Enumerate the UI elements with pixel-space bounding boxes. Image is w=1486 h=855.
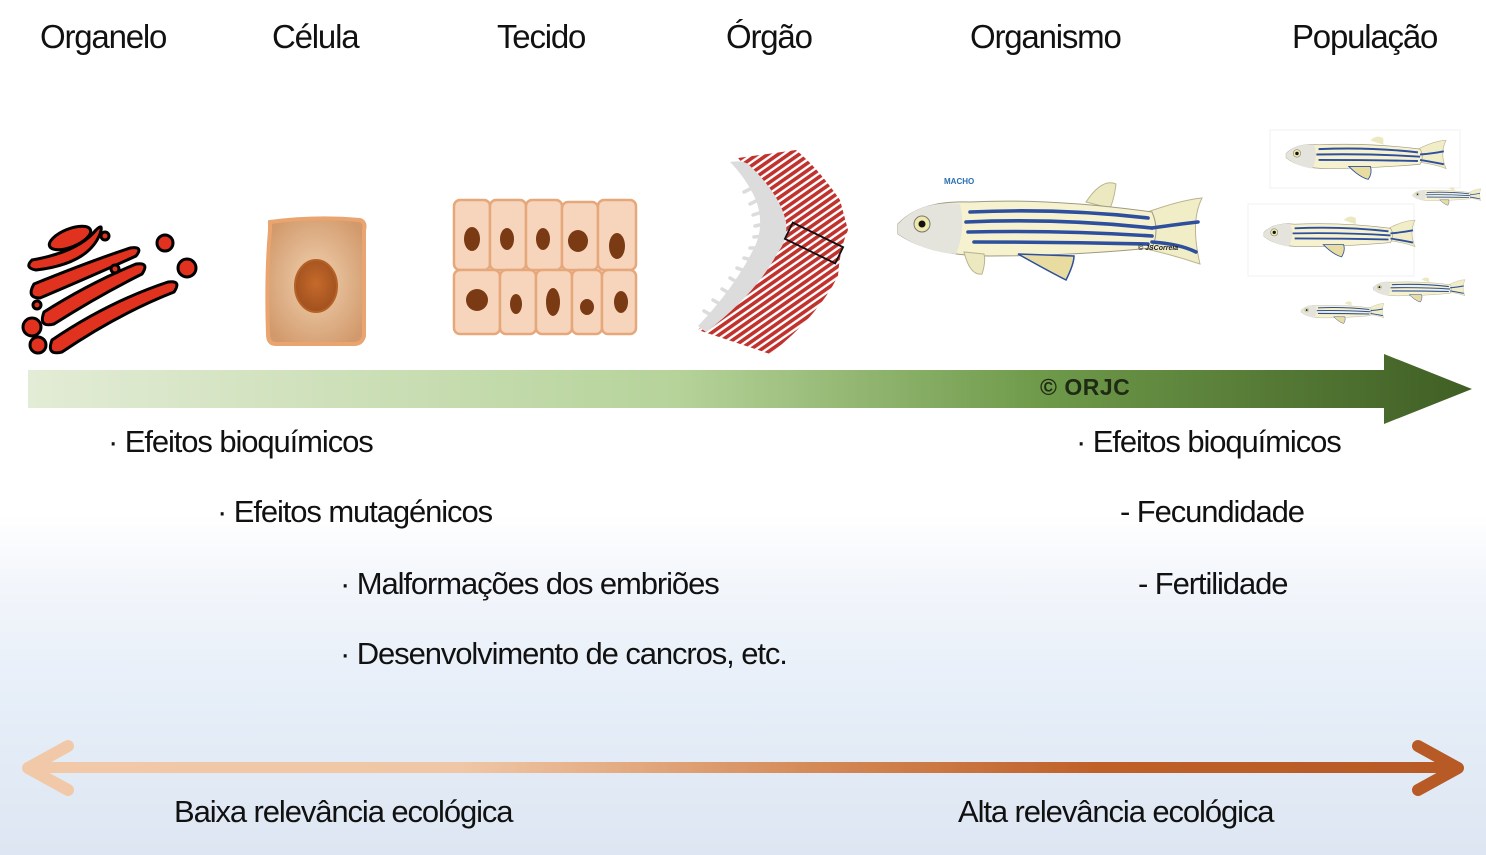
golgi-apparatus-illustration [21, 224, 198, 355]
level-label-organ: Órgão [726, 18, 813, 55]
organism-fish-illustration: MACHO © JSCorreia [897, 177, 1203, 282]
copyright-label: © ORJC [1040, 374, 1131, 400]
low-effect-cancer-development: · Desenvolvimento de cancros, etc. [340, 636, 788, 671]
level-label-population: População [1292, 18, 1438, 55]
low-relevance-label: Baixa relevância ecológica [174, 794, 514, 829]
level-label-tissue: Tecido [497, 18, 586, 55]
tissue-illustration [452, 198, 638, 336]
low-effect-embryo-malformations: · Malformações dos embriões [340, 566, 720, 601]
low-effect-mutagenic: · Efeitos mutagénicos [217, 494, 493, 529]
fish-sex-label: MACHO [944, 177, 974, 186]
fish-credit-label: © JSCorreia [1138, 244, 1178, 252]
high-relevance-label: Alta relevância ecológica [958, 794, 1275, 829]
high-effect-biochemical: · Efeitos bioquímicos [1076, 424, 1342, 459]
ecological-relevance-arrow [22, 740, 1464, 796]
level-label-cell: Célula [272, 18, 360, 55]
level-label-organism: Organismo [970, 18, 1122, 55]
high-effect-fecundity: - Fecundidade [1120, 494, 1305, 529]
organ-illustration [698, 150, 848, 354]
low-effect-biochemical: · Efeitos bioquímicos [108, 424, 374, 459]
level-label-organelle: Organelo [40, 18, 167, 55]
cell-illustration [265, 216, 367, 346]
organization-scale-arrow [28, 354, 1472, 424]
high-effect-fertility: - Fertilidade [1138, 566, 1288, 601]
population-fish-school-illustration [1247, 129, 1482, 325]
